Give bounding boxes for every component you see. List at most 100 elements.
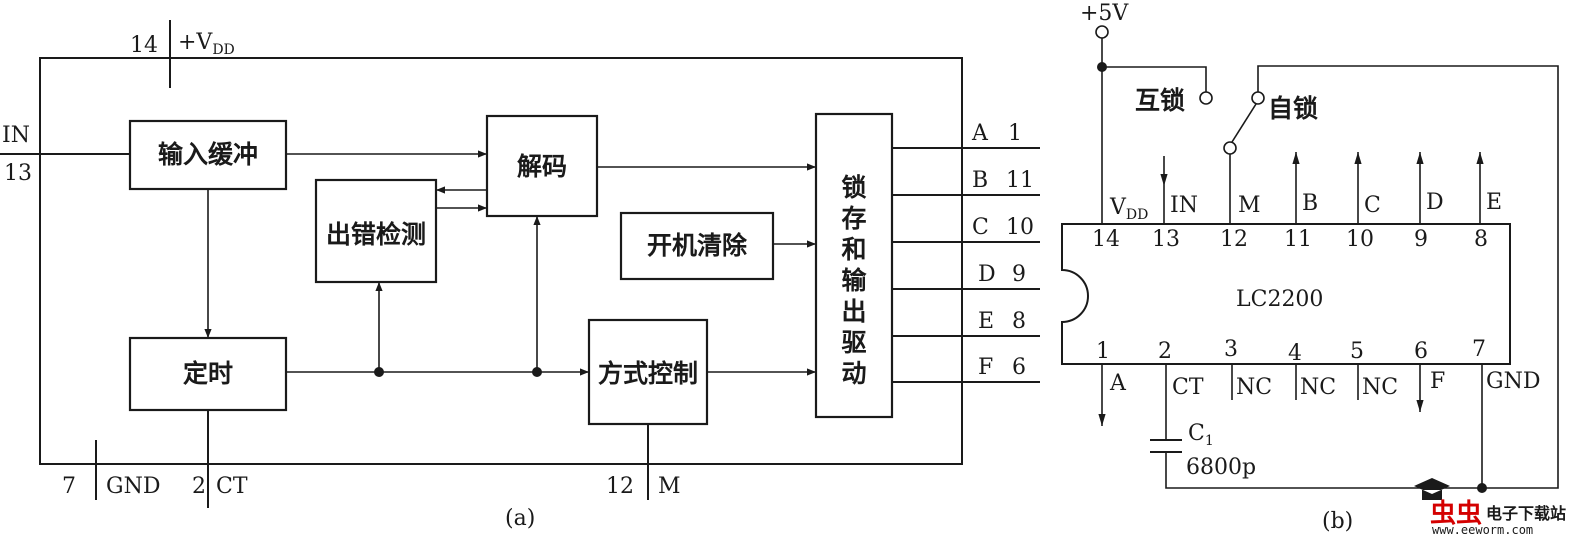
ct-pin-number: 2	[192, 474, 206, 499]
svg-text:E: E	[1486, 190, 1502, 215]
watermark: 虫虫 电子下载站 www.eeworm.com	[1414, 478, 1566, 536]
cap-ground-wire	[1165, 452, 1482, 489]
decode-label: 解码	[517, 152, 567, 181]
svg-text:NC: NC	[1236, 375, 1272, 400]
mode-control-label: 方式控制	[598, 359, 698, 388]
svg-text:4: 4	[1288, 341, 1302, 366]
svg-text:6: 6	[1414, 339, 1428, 364]
vdd-label: +VDD	[178, 30, 235, 58]
svg-text:存: 存	[841, 204, 866, 233]
power-on-clear-block	[619, 211, 775, 281]
svg-text:D: D	[1426, 190, 1444, 215]
svg-text:C: C	[1364, 193, 1381, 218]
timing-label: 定时	[183, 359, 233, 388]
watermark-text: 电子下载站	[1486, 504, 1566, 523]
input-label: IN	[2, 123, 30, 148]
chip-label: LC2200	[1236, 287, 1323, 312]
bottom-pin-labels: 1 2 3 4 5 6 7 A CT NC NC NC F GND	[1096, 337, 1540, 400]
gnd-pin-number: 7	[62, 474, 76, 499]
top-pin-labels: VDD IN M B C D E 14 13 12 11 10 9 8	[1092, 190, 1502, 252]
svg-text:IN: IN	[1170, 193, 1198, 218]
svg-text:B: B	[1302, 191, 1318, 216]
latch-driver-block	[814, 112, 894, 419]
output-pin-number: 10	[1006, 215, 1034, 240]
wiring-diagram-b: +5V 互锁 自锁 LC2200 VDD IN M B C D E 1	[1061, 1, 1559, 534]
svg-text:VDD: VDD	[1109, 195, 1148, 223]
output-name: C	[972, 215, 989, 240]
svg-text:7: 7	[1472, 337, 1486, 362]
output-name: A	[971, 121, 989, 146]
caption-a: (a)	[505, 506, 535, 531]
svg-text:输: 输	[841, 266, 867, 295]
watermark-logo: 虫虫	[1430, 499, 1482, 529]
svg-text:NC: NC	[1362, 375, 1398, 400]
output-pins: A 1 B 11 C 10 D 9 E 8 F 6	[892, 121, 1040, 383]
svg-text:13: 13	[1152, 227, 1180, 252]
output-name: D	[978, 262, 996, 287]
svg-text:CT: CT	[1172, 375, 1204, 400]
input-buffer-label: 输入缓冲	[158, 140, 258, 169]
switch-pivot	[1223, 141, 1237, 155]
svg-text:M: M	[1238, 193, 1261, 218]
svg-text:F: F	[1430, 369, 1445, 394]
svg-text:8: 8	[1474, 227, 1488, 252]
power-on-clear-label: 开机清除	[647, 231, 748, 260]
svg-text:11: 11	[1284, 227, 1312, 252]
svg-text:动: 动	[841, 359, 866, 388]
svg-text:和: 和	[841, 235, 866, 264]
svg-text:3: 3	[1224, 337, 1238, 362]
output-pin-number: 1	[1008, 121, 1022, 146]
caption-b: (b)	[1322, 509, 1353, 534]
svg-text:2: 2	[1158, 339, 1172, 364]
error-detect-label: 出错检测	[326, 220, 426, 249]
mode-switch-blade	[1231, 103, 1257, 143]
svg-text:A: A	[1109, 371, 1127, 396]
output-pin-number: 9	[1012, 262, 1026, 287]
output-name: B	[972, 168, 988, 193]
svg-text:10: 10	[1346, 227, 1374, 252]
latch-driver-label: 锁 存 和 输 出 驱 动	[841, 173, 867, 388]
svg-text:出: 出	[841, 297, 866, 326]
mode-control-block	[587, 318, 709, 426]
cap-value: 6800p	[1186, 455, 1256, 480]
interlock-terminal	[1199, 91, 1213, 105]
cap-label: C1	[1188, 421, 1214, 449]
input-buffer-block	[128, 119, 288, 191]
svg-text:锁: 锁	[841, 173, 866, 202]
decode-block	[485, 114, 599, 218]
output-name: F	[978, 355, 993, 380]
svg-text:驱: 驱	[841, 328, 866, 357]
m-pin-number: 12	[606, 474, 634, 499]
svg-text:5: 5	[1350, 339, 1364, 364]
svg-text:1: 1	[1096, 339, 1110, 364]
m-label: M	[658, 474, 681, 499]
block-diagram-a: 14 +VDD IN 13 输入缓冲 解码 出错检测 开机清除 定时 方式控制 …	[0, 20, 1040, 531]
self-lock-terminal	[1251, 91, 1265, 105]
interlock-label: 互锁	[1135, 86, 1185, 115]
svg-text:14: 14	[1092, 227, 1120, 252]
ct-label: CT	[216, 474, 248, 499]
self-lock-label: 自锁	[1268, 94, 1318, 123]
svg-text:NC: NC	[1300, 375, 1336, 400]
output-pin-number: 6	[1012, 355, 1026, 380]
self-lock-wire	[1257, 65, 1559, 489]
output-name: E	[978, 309, 994, 334]
chip-outline	[39, 57, 963, 465]
svg-text:GND: GND	[1486, 369, 1540, 394]
interlock-wire	[1102, 66, 1207, 92]
svg-text:9: 9	[1414, 227, 1428, 252]
output-pin-number: 8	[1012, 309, 1026, 334]
supply-label: +5V	[1080, 1, 1129, 26]
mortarboard-icon	[1414, 478, 1450, 500]
input-pin-number: 13	[4, 161, 32, 186]
gnd-label: GND	[106, 474, 160, 499]
output-pin-number: 11	[1006, 168, 1034, 193]
error-detect-block	[314, 178, 438, 284]
svg-text:12: 12	[1220, 227, 1248, 252]
supply-terminal	[1095, 25, 1109, 39]
junction-dot	[1477, 483, 1487, 493]
lc2200-chip-body	[1061, 223, 1511, 365]
vdd-pin-number: 14	[130, 33, 158, 58]
watermark-url: www.eeworm.com	[1432, 523, 1533, 536]
